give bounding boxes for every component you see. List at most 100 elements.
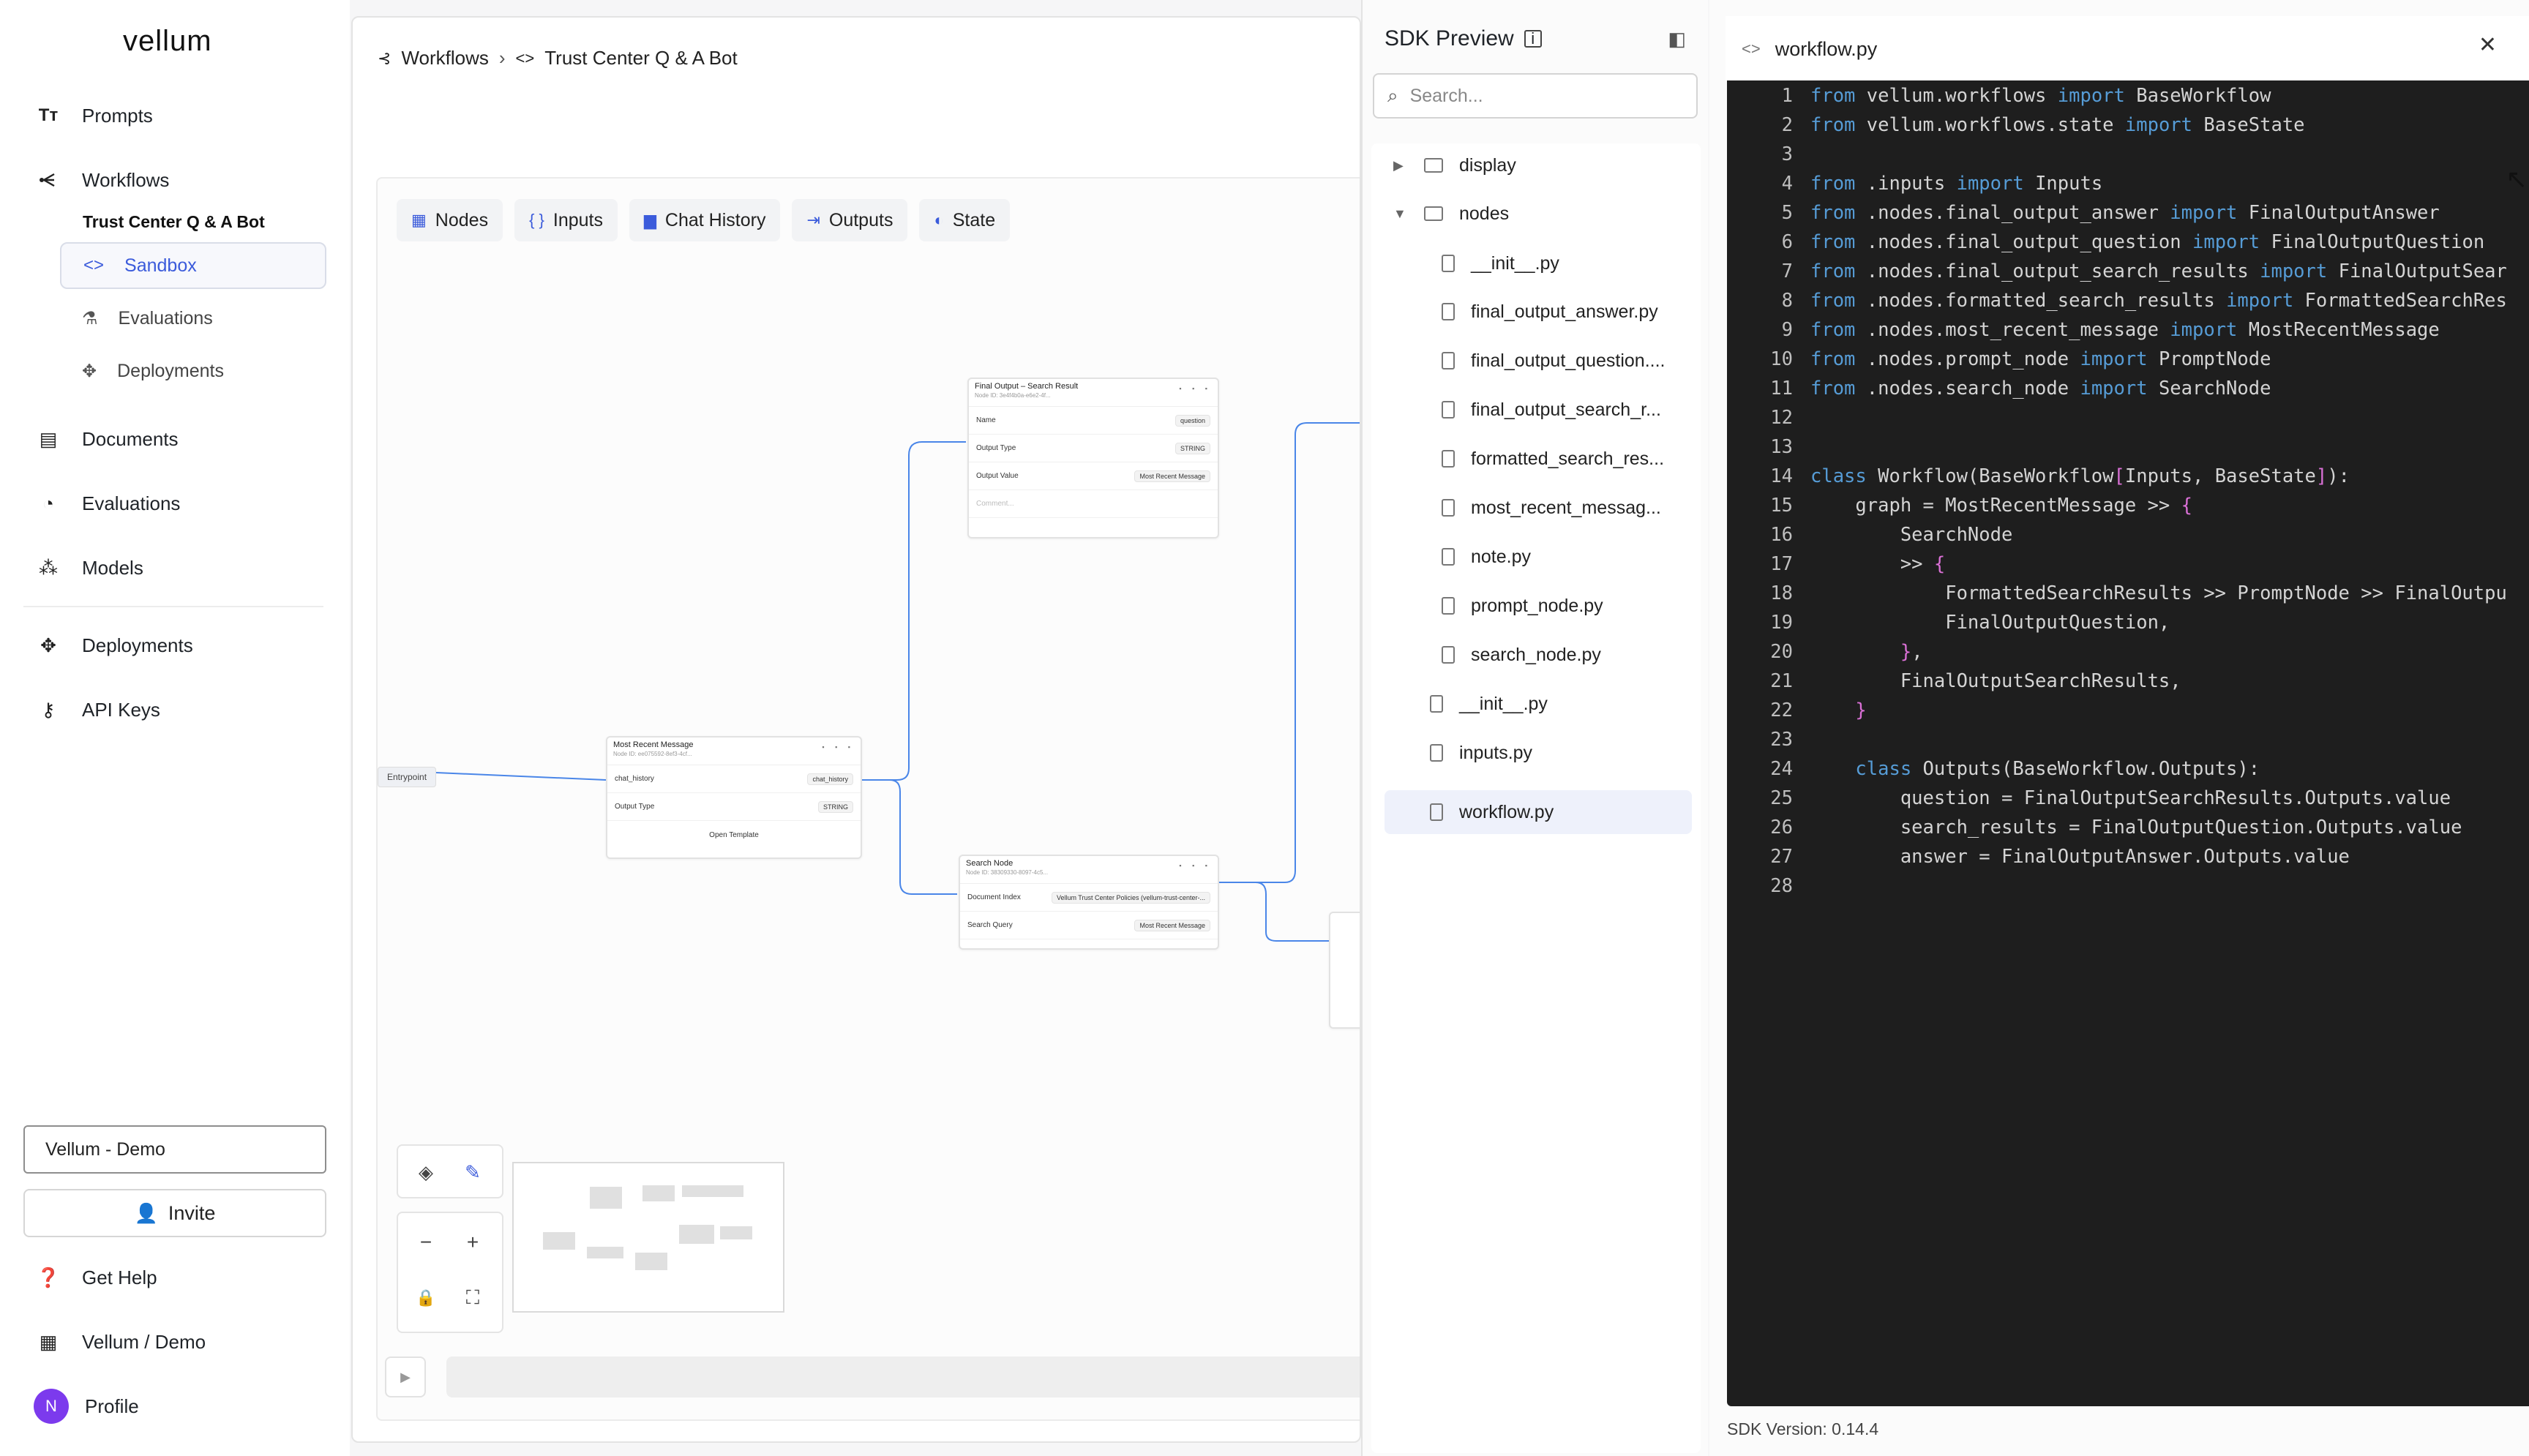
node-header: Final Output – Search Result Node ID: 3e…	[969, 379, 1218, 407]
breadcrumb-workflows[interactable]: Workflows	[401, 47, 489, 69]
fullscreen-icon[interactable]: ⛶	[465, 1286, 480, 1308]
code-line: from .nodes.search_node import SearchNod…	[1810, 378, 2271, 399]
row-value[interactable]: STRING	[817, 800, 853, 813]
nav-get-help[interactable]: ❓ Get Help	[37, 1260, 157, 1295]
file-icon	[1442, 303, 1455, 320]
zoom-out-icon[interactable]: −	[419, 1231, 432, 1253]
row-value[interactable]: Vellum Trust Center Policies (vellum-tru…	[1051, 891, 1210, 904]
tree-item-folder[interactable]: ▼nodes	[1393, 192, 1509, 236]
row-value[interactable]: Most Recent Message	[1134, 470, 1210, 482]
node-final-output[interactable]: Final Output – Search Result Node ID: 3e…	[967, 378, 1219, 539]
tab-chat-history[interactable]: ▆Chat History	[629, 199, 781, 241]
row-value[interactable]: chat_history	[807, 773, 853, 785]
open-template-button[interactable]: Open Template	[607, 821, 861, 849]
minimap-node	[543, 1232, 575, 1250]
line-number: 1	[1781, 85, 1793, 107]
node-header: Search Node Node ID: 38309330-8097-4c5..…	[960, 856, 1218, 884]
node-title: Final Output – Search Result	[975, 382, 1079, 391]
close-icon[interactable]: ✕	[2478, 33, 2497, 57]
canvas-tools: ◈ ✎	[397, 1144, 503, 1198]
comment-field[interactable]: Comment...	[969, 490, 1218, 518]
line-number: 26	[1770, 817, 1793, 838]
nav-documents[interactable]: ▤ Documents	[37, 421, 179, 457]
nav-org[interactable]: ▦ Vellum / Demo	[37, 1324, 206, 1359]
line-number: 21	[1770, 670, 1793, 692]
node-id: Node ID: ee075592-8ef3-4cf...	[613, 751, 692, 757]
add-user-icon: 👤	[134, 1201, 158, 1224]
minimap[interactable]	[512, 1162, 784, 1313]
sub-item-deployments[interactable]: ✥ Deployments	[60, 348, 326, 394]
nav-label: Prompts	[82, 104, 153, 127]
node-id: Node ID: 3e4f4b0a-e6e2-4f...	[975, 392, 1051, 399]
tab-label: Outputs	[828, 209, 893, 230]
run-input[interactable]	[446, 1356, 1360, 1397]
workflow-canvas[interactable]: ▦Nodes { }Inputs ▆Chat History ⇥Outputs …	[376, 177, 1360, 1421]
sub-item-sandbox[interactable]: <> Sandbox	[60, 242, 326, 289]
minimap-node	[642, 1185, 675, 1201]
node-most-recent-message[interactable]: Most Recent Message Node ID: ee075592-8e…	[606, 736, 862, 859]
nav-deployments[interactable]: ✥ Deployments	[37, 628, 193, 663]
sdk-title: SDK Preview i	[1385, 26, 1542, 51]
nav-evaluations[interactable]: ◔ Evaluations	[37, 486, 180, 521]
file-search-input[interactable]: ⌕ Search...	[1373, 73, 1698, 119]
workspace-select[interactable]: Vellum - Demo	[23, 1125, 326, 1174]
avatar: N	[34, 1389, 69, 1424]
tab-outputs[interactable]: ⇥Outputs	[792, 199, 908, 241]
code-line: class Workflow(BaseWorkflow[Inputs, Base…	[1810, 465, 2350, 487]
code-line: question = FinalOutputSearchResults.Outp…	[1810, 787, 2451, 809]
node-actions[interactable]: ▪ ▪ ▪	[822, 743, 855, 751]
node-title: Most Recent Message	[613, 740, 694, 749]
code-line: SearchNode	[1810, 524, 2013, 546]
info-icon[interactable]: i	[1524, 29, 1542, 48]
code-line: },	[1900, 641, 1923, 663]
row-value[interactable]: Most Recent Message	[1134, 919, 1210, 931]
tree-item-file[interactable]: formatted_search_res...	[1442, 437, 1664, 481]
tab-state[interactable]: ◐State	[919, 199, 1011, 241]
tree-item-file[interactable]: __init__.py	[1430, 682, 1548, 726]
chat-icon: ▆	[643, 211, 656, 229]
code-line: search_results = FinalOutputQuestion.Out…	[1810, 817, 2462, 838]
sub-item-evaluations[interactable]: ⚗ Evaluations	[60, 295, 326, 342]
nav-profile[interactable]: N Profile	[34, 1389, 139, 1424]
node-actions[interactable]: ▪ ▪ ▪	[1179, 385, 1212, 392]
layers-icon[interactable]: ◈	[419, 1160, 433, 1183]
zoom-in-icon[interactable]: +	[466, 1231, 479, 1253]
tree-item-file[interactable]: most_recent_messag...	[1442, 486, 1661, 530]
code-editor[interactable]: 1 from vellum.workflows import BaseWorkfl…	[1727, 80, 2529, 1406]
collapse-panel-icon[interactable]: ◧	[1668, 28, 1686, 50]
tree-item-file[interactable]: note.py	[1442, 535, 1531, 579]
nav-api-keys[interactable]: ⚷ API Keys	[37, 692, 160, 727]
tab-nodes[interactable]: ▦Nodes	[397, 199, 503, 241]
nav-workflows[interactable]: Workflows	[37, 162, 169, 198]
tree-item-file[interactable]: prompt_node.py	[1442, 584, 1603, 628]
breadcrumb-current[interactable]: Trust Center Q & A Bot	[544, 47, 738, 69]
entrypoint-node[interactable]: Entrypoint	[378, 767, 437, 787]
node-actions[interactable]: ▪ ▪ ▪	[1179, 862, 1212, 869]
tab-inputs[interactable]: { }Inputs	[514, 199, 618, 241]
code-line: from vellum.workflows import BaseWorkflo…	[1810, 85, 2271, 107]
tree-item-file[interactable]: final_output_answer.py	[1442, 290, 1658, 334]
tree-item-file-selected[interactable]: workflow.py	[1385, 790, 1692, 834]
node-search[interactable]: Search Node Node ID: 38309330-8097-4c5..…	[959, 855, 1219, 950]
node-title: Search Node	[966, 859, 1014, 868]
tree-item-file[interactable]: inputs.py	[1430, 731, 1532, 775]
row-value[interactable]: question	[1174, 414, 1210, 427]
line-number: 18	[1770, 582, 1793, 604]
nav-prompts[interactable]: Tт Prompts	[37, 98, 153, 133]
tree-item-file[interactable]: final_output_question....	[1442, 339, 1665, 383]
play-icon[interactable]: ▶	[385, 1356, 426, 1397]
tree-item-file[interactable]: final_output_search_r...	[1442, 388, 1661, 432]
workflow-editor: ⊰ Workflows › <> Trust Center Q & A Bot …	[351, 16, 1361, 1443]
nav-models[interactable]: ⁂ Models	[37, 550, 143, 585]
row-value[interactable]: STRING	[1174, 442, 1210, 454]
magic-wand-icon[interactable]: ✎	[465, 1160, 481, 1183]
tree-item-file[interactable]: __init__.py	[1442, 241, 1559, 285]
node-offscreen[interactable]	[1329, 912, 1360, 1029]
lock-icon[interactable]: 🔒	[416, 1288, 436, 1307]
tree-item-file[interactable]: search_node.py	[1442, 633, 1601, 677]
tree-item-folder[interactable]: ▶display	[1393, 143, 1516, 187]
invite-button[interactable]: 👤 Invite	[23, 1189, 326, 1237]
models-icon: ⁂	[39, 556, 58, 579]
